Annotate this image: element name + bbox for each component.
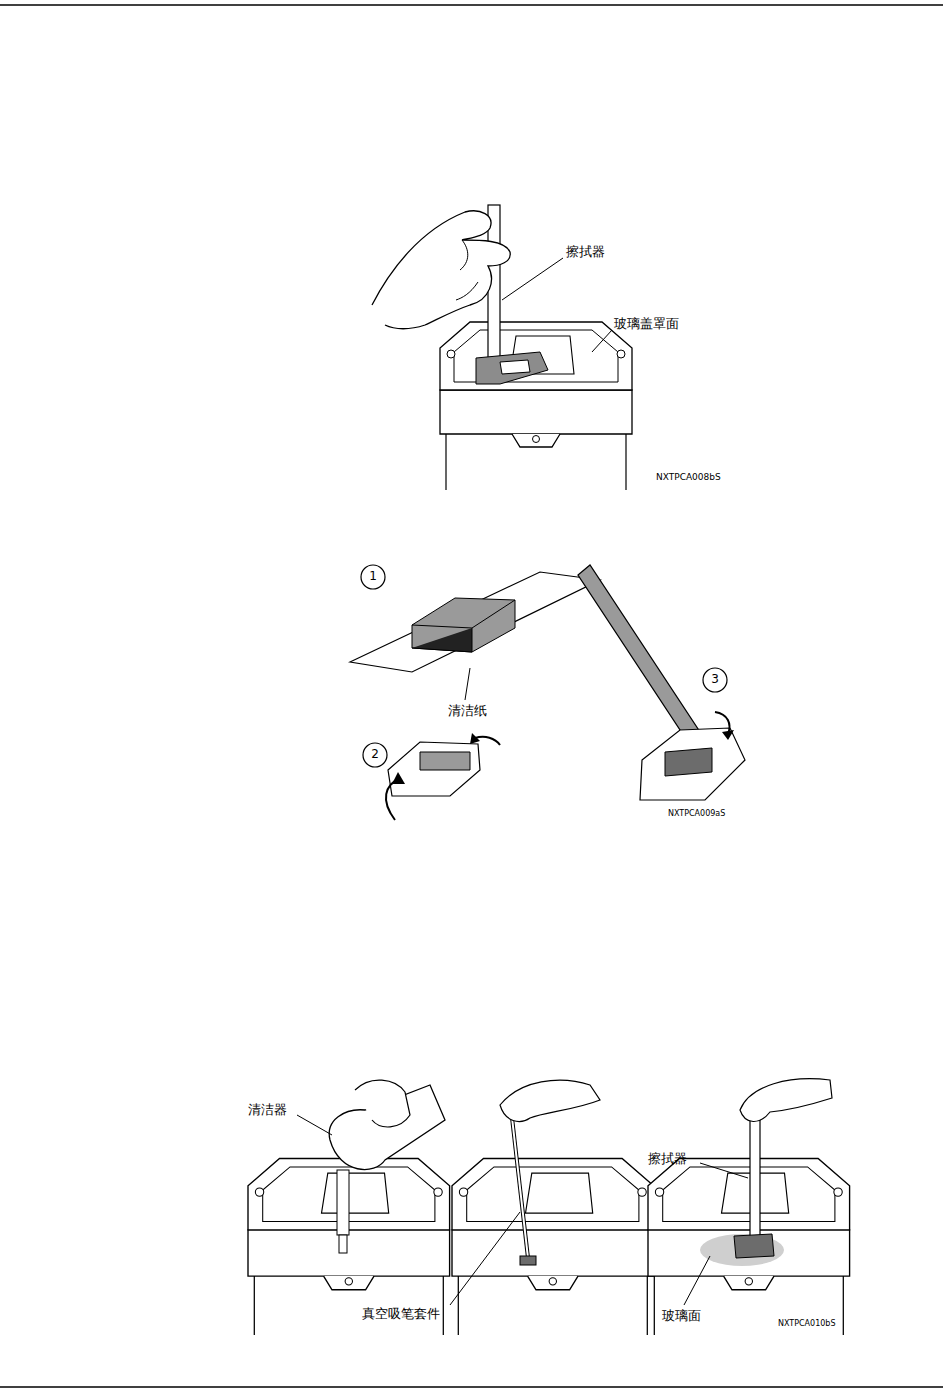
figure-code: NXTPCA008bS (656, 473, 721, 483)
part-label: 真空吸笔套件 (362, 1307, 440, 1321)
callout-number: 3 (711, 673, 719, 686)
figure-code: NXTPCA009aS (668, 810, 725, 819)
callout-number: 1 (369, 570, 377, 583)
part-label: 擦拭器 (566, 245, 605, 259)
part-label: 玻璃盖罩面 (614, 317, 679, 331)
part-label: 清洁纸 (448, 704, 487, 718)
callout-number: 2 (371, 748, 379, 761)
figure-code: NXTPCA010bS (778, 1320, 836, 1329)
part-label: 玻璃面 (662, 1309, 701, 1323)
part-label: 擦拭器 (648, 1152, 687, 1166)
part-label: 清洁器 (248, 1103, 287, 1117)
